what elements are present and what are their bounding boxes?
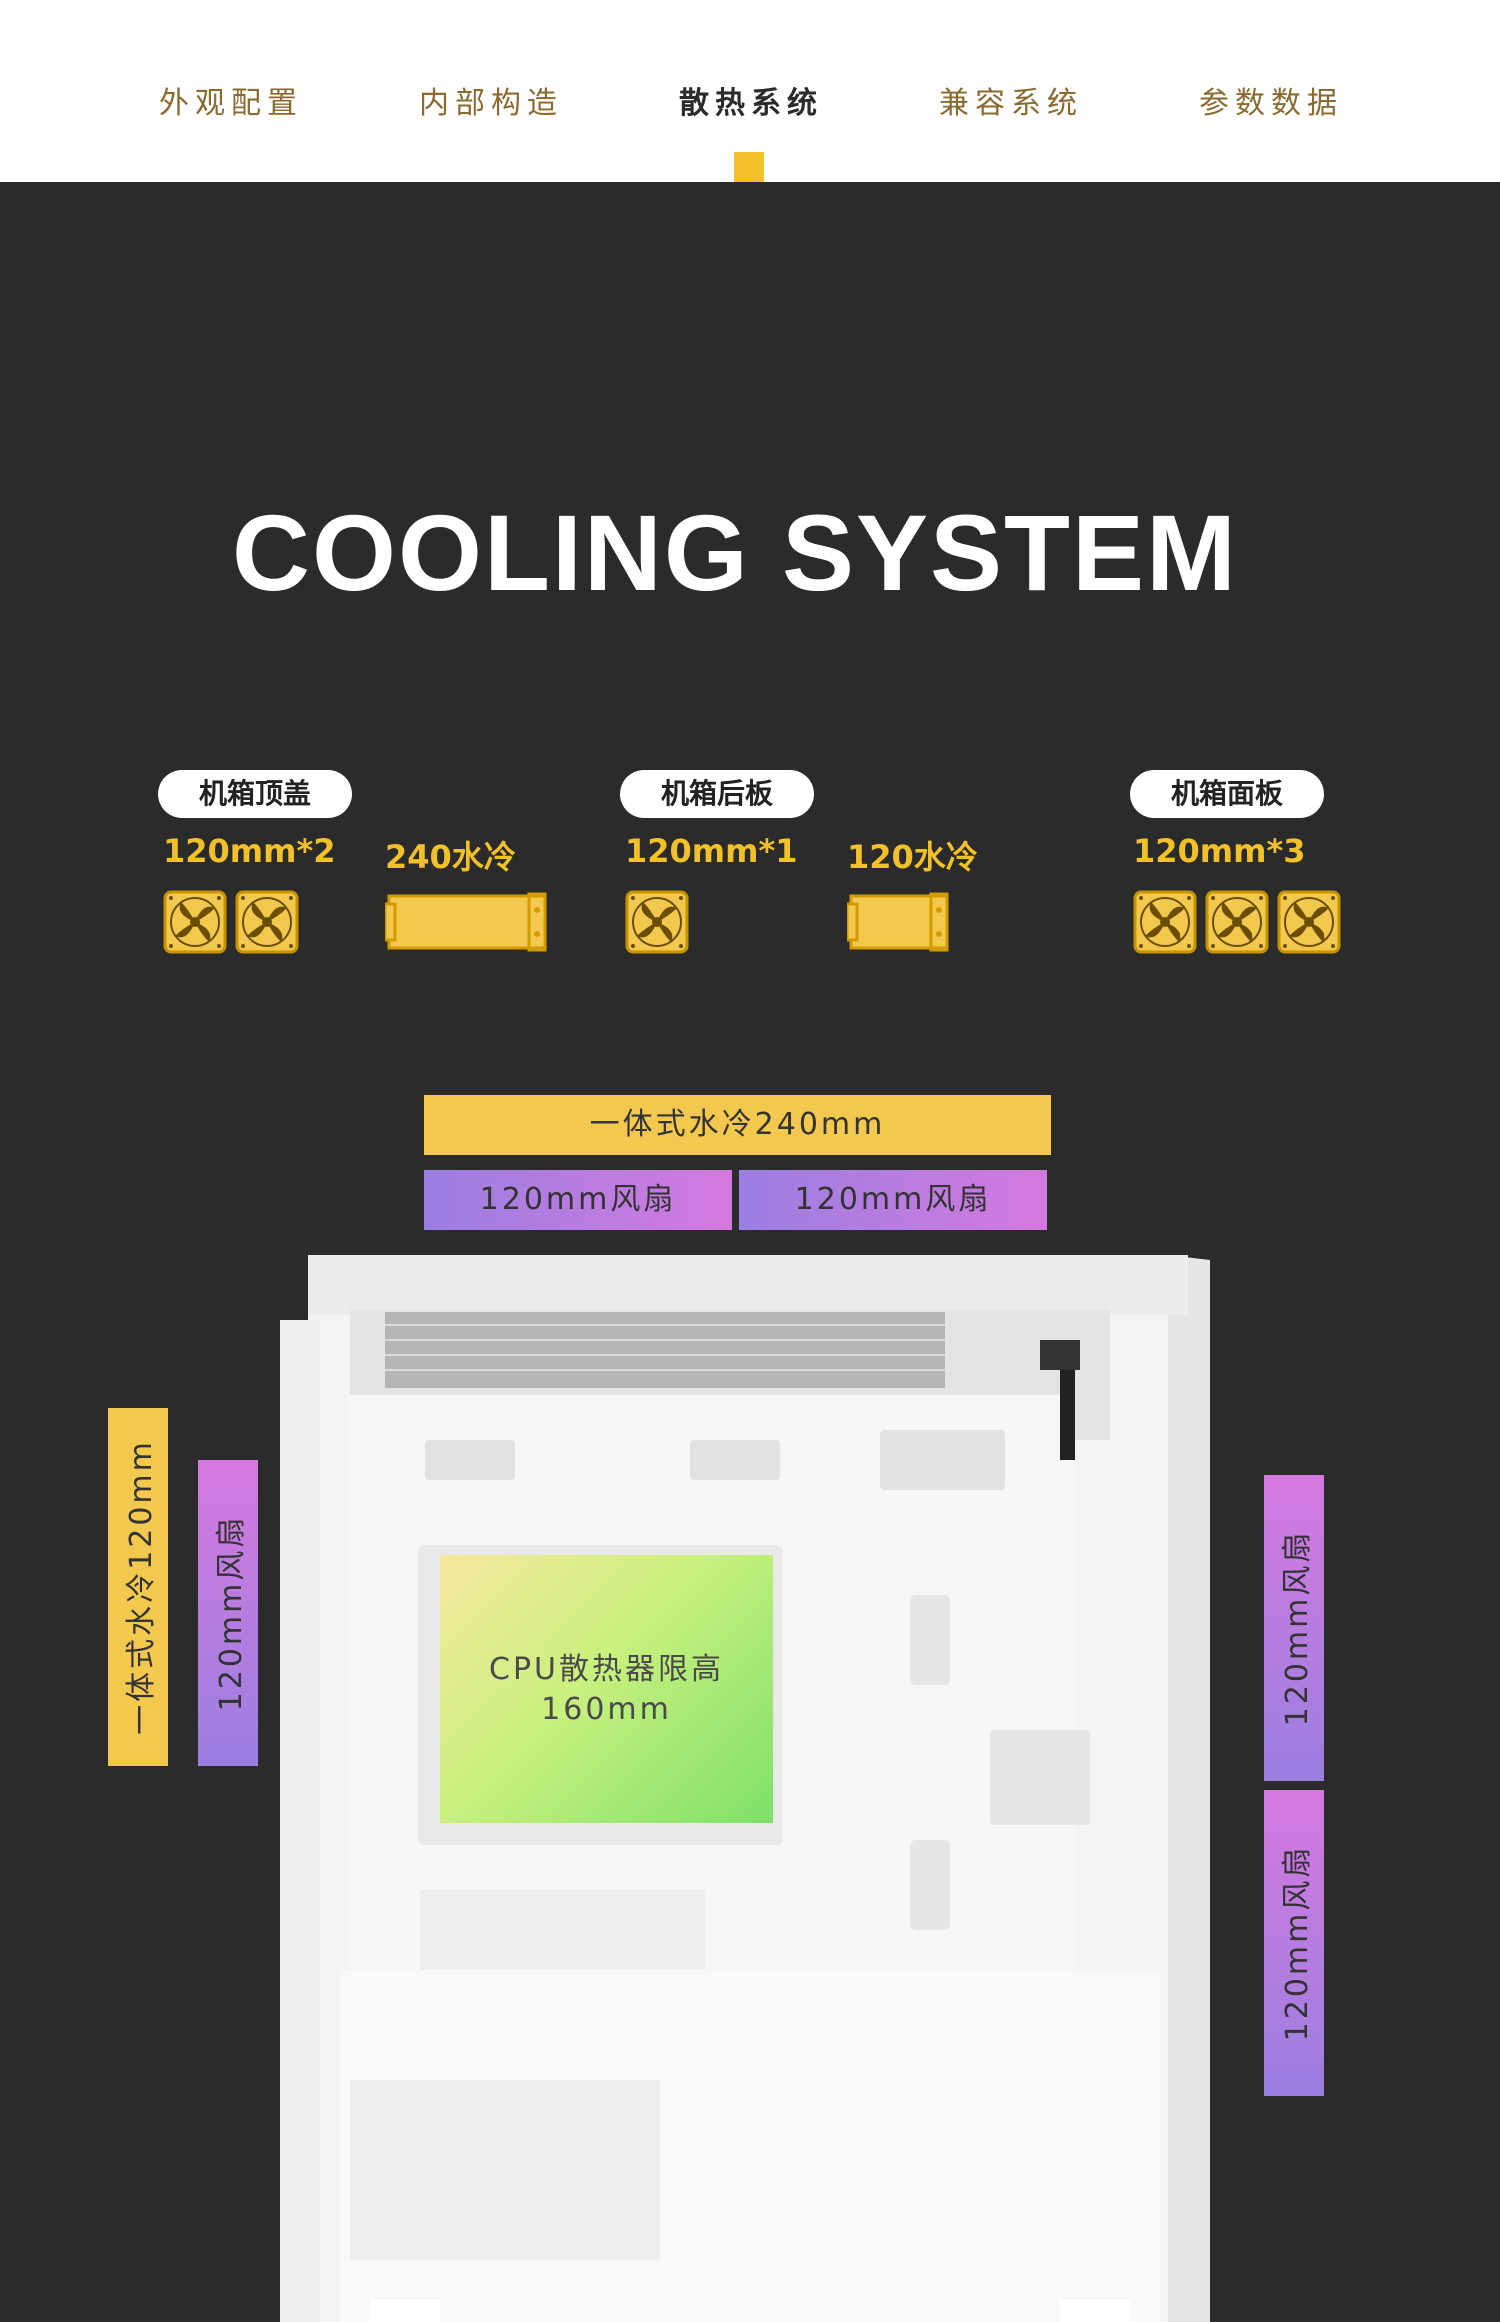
label-front-fan-upper: 120mm风扇 bbox=[1264, 1475, 1324, 1781]
tab-exterior[interactable]: 外观配置 bbox=[159, 86, 303, 121]
label-rear-fan: 120mm风扇 bbox=[198, 1460, 258, 1766]
tab-specs[interactable]: 参数数据 bbox=[1199, 86, 1343, 121]
cpu-cooler-label: CPU散热器限高 160mm bbox=[440, 1650, 773, 1730]
label-top-fan-left: 120mm风扇 bbox=[424, 1170, 732, 1230]
fan-icon bbox=[163, 890, 227, 954]
radiator-icon bbox=[847, 892, 949, 952]
fan-icon bbox=[235, 890, 299, 954]
page-title: COOLING SYSTEM bbox=[231, 492, 1239, 613]
label-rear-radiator-text: 一体式水冷120mm bbox=[124, 1439, 159, 1735]
active-tab-indicator bbox=[734, 152, 764, 182]
rear-rad-spec: 120水冷 bbox=[847, 838, 978, 876]
label-front-fan-upper-text: 120mm风扇 bbox=[1280, 1529, 1315, 1727]
label-front-fan-lower: 120mm风扇 bbox=[1264, 1790, 1324, 2096]
fan-icon bbox=[1133, 890, 1197, 954]
pill-front-panel: 机箱面板 bbox=[1130, 770, 1324, 818]
cpu-line1: CPU散热器限高 bbox=[489, 1652, 724, 1687]
top-fan-spec: 120mm*2 bbox=[163, 832, 336, 870]
rear-fan-spec: 120mm*1 bbox=[625, 832, 798, 870]
tab-compatibility[interactable]: 兼容系统 bbox=[939, 86, 1083, 121]
radiator-icon bbox=[385, 892, 547, 952]
label-top-fan-right: 120mm风扇 bbox=[739, 1170, 1047, 1230]
fan-icon bbox=[625, 890, 689, 954]
label-top-radiator: 一体式水冷240mm bbox=[424, 1095, 1051, 1155]
top-rad-spec: 240水冷 bbox=[385, 838, 516, 876]
front-fan-spec: 120mm*3 bbox=[1133, 832, 1306, 870]
label-front-fan-lower-text: 120mm风扇 bbox=[1280, 1844, 1315, 2042]
label-rear-radiator: 一体式水冷120mm bbox=[108, 1408, 168, 1766]
tab-interior[interactable]: 内部构造 bbox=[419, 86, 563, 121]
pill-top-cover: 机箱顶盖 bbox=[158, 770, 352, 818]
section-nav: 外观配置 内部构造 散热系统 兼容系统 参数数据 bbox=[0, 0, 1500, 182]
cpu-cooler-zone bbox=[440, 1555, 773, 1823]
fan-icon bbox=[1277, 890, 1341, 954]
cpu-line2: 160mm bbox=[541, 1692, 672, 1727]
pill-rear-panel: 机箱后板 bbox=[620, 770, 814, 818]
tab-cooling[interactable]: 散热系统 bbox=[679, 86, 823, 121]
fan-icon bbox=[1205, 890, 1269, 954]
label-rear-fan-text: 120mm风扇 bbox=[214, 1514, 249, 1712]
